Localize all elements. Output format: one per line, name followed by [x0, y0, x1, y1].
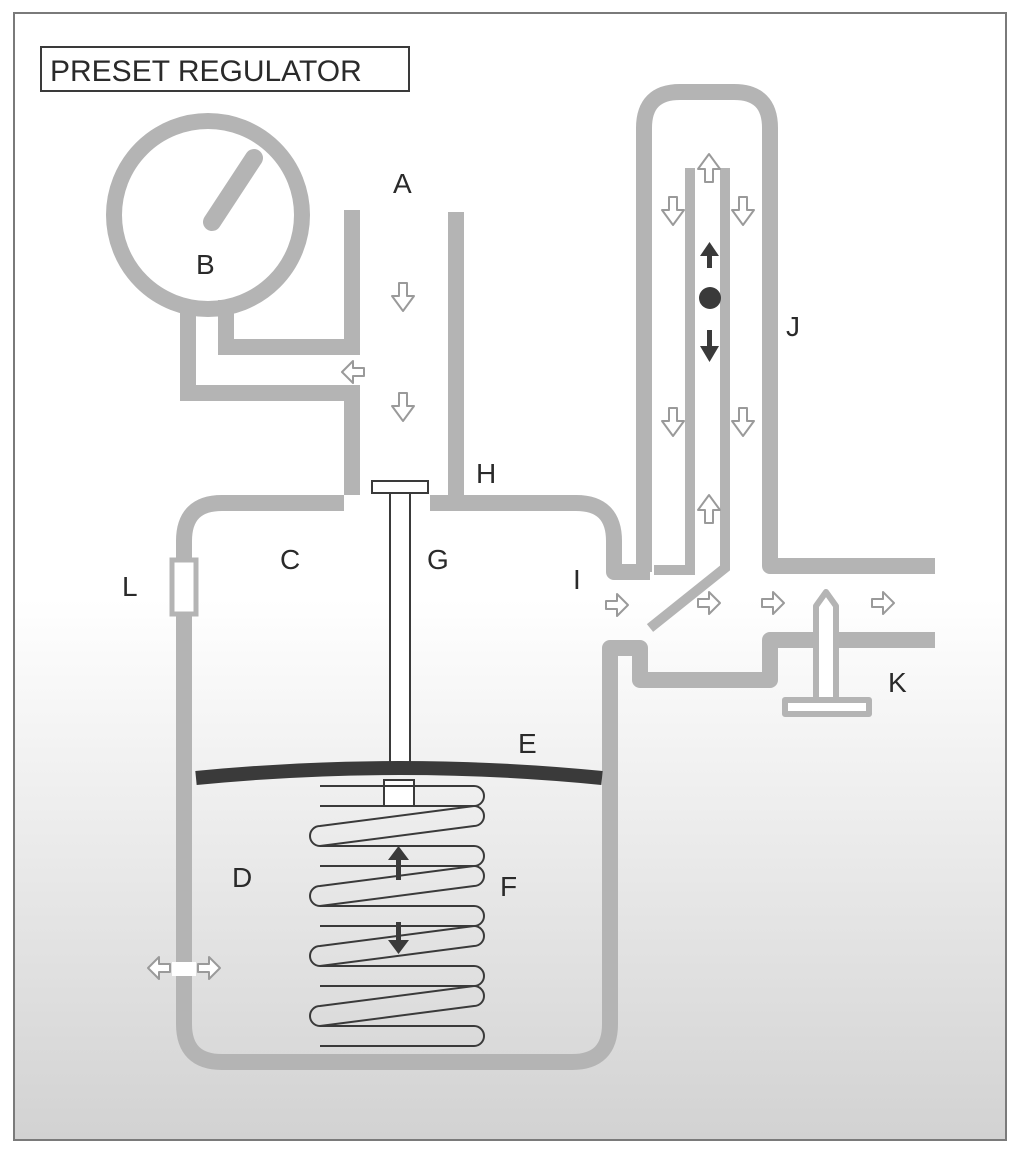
ball-float-icon	[699, 287, 721, 309]
outlet-valve	[782, 589, 872, 717]
valve-stem	[371, 480, 429, 807]
label-e: E	[518, 728, 537, 759]
label-k: K	[888, 667, 907, 698]
gauge-connection-pipe	[180, 210, 360, 495]
main-chamber-wall	[176, 495, 935, 1070]
spring-down-arrow	[388, 922, 409, 954]
title-box: PRESET REGULATOR	[40, 46, 410, 92]
label-i: I	[573, 564, 581, 595]
diaphragm	[195, 761, 603, 785]
relief-tube-inner	[646, 168, 730, 632]
pressure-gauge-icon	[106, 113, 310, 317]
spring-up-arrow	[388, 846, 409, 880]
label-j: J	[786, 311, 800, 342]
coil-spring-icon	[309, 785, 485, 1047]
ball-up-arrow	[700, 242, 719, 268]
diagram-title: PRESET REGULATOR	[50, 55, 362, 88]
part-labels: A B C D E F G H I J K L	[122, 168, 907, 902]
label-a: A	[393, 168, 412, 199]
label-g: G	[427, 544, 449, 575]
label-b: B	[196, 249, 215, 280]
chamber-top-right-wall	[430, 495, 650, 580]
relief-tube-outer	[636, 84, 935, 574]
ball-down-arrow	[700, 330, 719, 362]
label-d: D	[232, 862, 252, 893]
label-l: L	[122, 571, 138, 602]
sight-window	[169, 557, 199, 617]
label-h: H	[476, 458, 496, 489]
bleed-hole	[172, 962, 196, 976]
label-f: F	[500, 871, 517, 902]
label-c: C	[280, 544, 300, 575]
